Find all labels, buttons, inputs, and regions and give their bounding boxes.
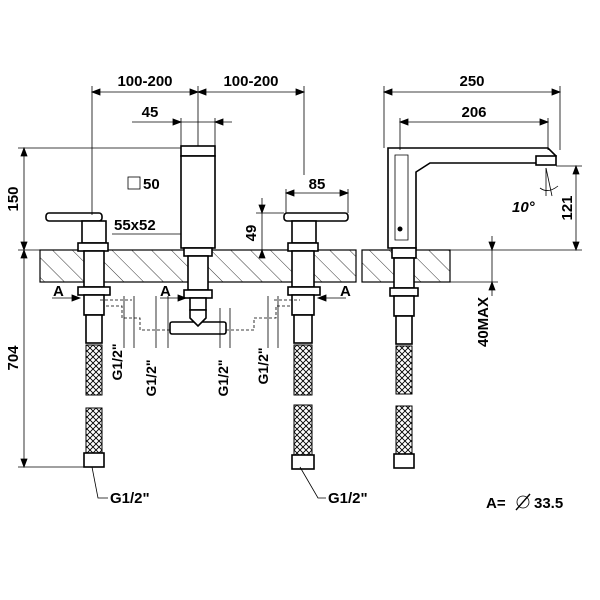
spout-side-view [387,147,558,469]
dim-spout-offset: 45 [142,104,159,121]
thread-label-1: G1/2" [109,344,125,381]
dim-height-left: 150 [5,186,22,211]
section-a-right: A [340,283,351,300]
diameter-icon [515,493,531,511]
dim-spacing-left: 100-200 [117,73,172,90]
left-valve [45,212,111,468]
dim-spacing-right: 100-200 [223,73,278,90]
section-a-left: A [53,283,64,300]
thread-label-3: G1/2" [215,360,231,397]
thread-label-2: G1/2" [143,360,159,397]
thread-label-4: G1/2" [255,348,271,385]
dimension-lines [18,86,582,499]
right-valve [283,212,349,470]
dim-spout-reach: 206 [461,104,486,121]
center-spout [169,145,227,335]
thread-label-bottom-left: G1/2" [110,490,150,507]
dim-spout-square: 50 [143,176,160,193]
hole-diameter: 33.5 [534,495,563,512]
hidden-connections [100,299,300,331]
dim-tilt-angle: 10° [512,199,536,216]
section-a-center: A [160,283,171,300]
dim-lever-height: 49 [243,225,260,242]
dim-max-thickness: 40MAX [475,297,492,347]
dim-spout-reach-total: 250 [459,73,484,90]
dim-lever-width: 85 [309,176,326,193]
hole-note: A= [486,495,506,512]
dim-total-length: 704 [5,345,22,371]
thread-label-bottom-right: G1/2" [328,490,368,507]
dim-base-size: 55x52 [114,217,156,234]
dim-spout-height: 121 [559,195,576,220]
